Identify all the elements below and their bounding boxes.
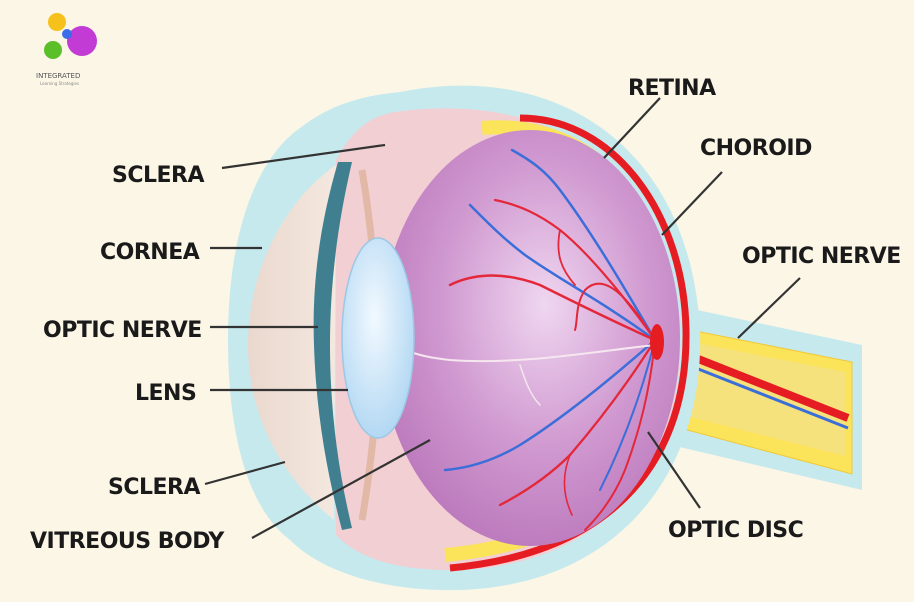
label-sclera-bottom: SCLERA [108, 475, 200, 500]
label-lens: LENS [135, 381, 196, 406]
blood-vessels [409, 148, 657, 531]
label-optic-disc: OPTIC DISC [668, 518, 803, 543]
leader-sclera-top [221, 143, 386, 170]
logo-dot-purple [67, 26, 97, 56]
cornea-band [313, 162, 352, 530]
logo-dot-blue [62, 29, 72, 39]
label-choroid: CHOROID [700, 136, 812, 161]
optic-disc [650, 324, 664, 360]
label-cornea: CORNEA [100, 240, 200, 265]
logo-tagline: Learning Strategies [40, 81, 79, 86]
leader-vitreous-body [251, 439, 431, 539]
label-optic-nerve-left: OPTIC NERVE [43, 318, 202, 343]
cornea-shape [248, 165, 336, 520]
label-sclera-top: SCLERA [112, 163, 204, 188]
lens [341, 237, 415, 439]
optic-nerve-stalk [648, 300, 862, 490]
leader-sclera-bottom [204, 460, 286, 486]
leader-optic-nerve-right [737, 277, 801, 339]
logo-name: INTEGRATED [36, 72, 80, 80]
leader-optic-disc [647, 431, 701, 509]
logo-dot-green [44, 41, 62, 59]
vitreous-body [380, 130, 680, 546]
logo-dot-yellow [48, 13, 66, 31]
label-vitreous-body: VITREOUS BODY [30, 529, 225, 554]
leader-retina [603, 97, 661, 159]
label-optic-nerve-right: OPTIC NERVE [742, 244, 901, 269]
logo: INTEGRATED Learning Strategies [36, 13, 97, 86]
label-retina: RETINA [628, 76, 716, 101]
leader-choroid [661, 171, 723, 236]
